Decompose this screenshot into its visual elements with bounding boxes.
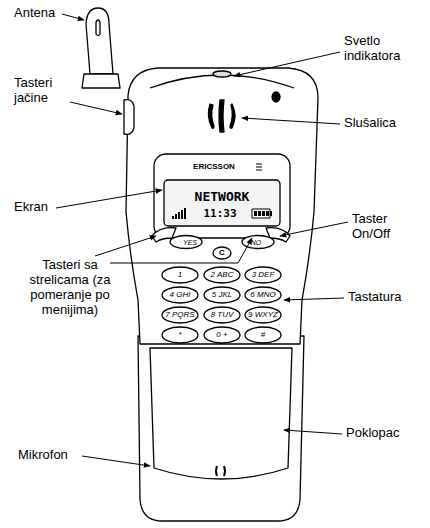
flip-cover	[138, 336, 304, 521]
phone-text: C	[219, 249, 225, 257]
part-label: Poklopac	[346, 426, 426, 441]
part-label: Tasteri sa strelicama (za pomeranje po m…	[20, 258, 120, 318]
phone-text: 6 MNO	[250, 291, 275, 299]
phone-text: 5 JKL	[212, 291, 232, 299]
part-label: Tasteri jačine	[14, 76, 84, 106]
key	[204, 267, 240, 283]
key	[162, 287, 198, 303]
key	[162, 307, 198, 323]
key	[245, 267, 281, 283]
screen-panel	[154, 154, 290, 238]
key	[162, 327, 198, 343]
phone-text: ERICSSON	[193, 163, 235, 171]
display	[164, 180, 280, 226]
phone-text: 1	[178, 271, 182, 279]
phone-text: 7 PQRS	[165, 311, 194, 319]
key	[245, 287, 281, 303]
phone-text: 3 DEF	[252, 271, 275, 279]
leader-lines	[56, 14, 348, 466]
key	[245, 327, 281, 343]
phone-text: 0 +	[216, 331, 227, 339]
phone-text: 4 GHI	[170, 291, 191, 299]
earpiece	[208, 100, 235, 132]
key	[162, 267, 198, 283]
phone-text: 2 ABC	[211, 271, 234, 279]
phone-body	[126, 68, 318, 344]
part-label: Antena	[14, 6, 74, 21]
part-label: Slušalica	[344, 116, 424, 131]
key	[245, 307, 281, 323]
phone-text: NETWORK	[195, 190, 250, 203]
phone-text: 11:33	[203, 208, 236, 219]
phone-text: #	[261, 331, 265, 339]
keypad	[162, 267, 281, 343]
key	[204, 287, 240, 303]
key	[204, 327, 240, 343]
part-label: Svetlo indikatora	[344, 34, 428, 64]
microphone	[216, 466, 225, 476]
volume-keys	[124, 100, 134, 135]
part-label: Taster On/Off	[352, 212, 422, 242]
phone-text: 8 TUV	[211, 311, 234, 319]
antenna	[86, 8, 113, 74]
phone-text: 9 WXYZ	[248, 311, 278, 319]
part-label: Mikrofon	[18, 448, 88, 463]
part-label: Tastatura	[348, 290, 426, 305]
part-label: Ekran	[14, 200, 64, 215]
phone-text: NO	[251, 239, 262, 246]
phone-text: YES	[183, 239, 197, 246]
indicator-light	[213, 71, 231, 77]
key	[170, 236, 202, 249]
key	[213, 247, 231, 259]
key	[204, 307, 240, 323]
phone-text: *	[178, 331, 181, 339]
